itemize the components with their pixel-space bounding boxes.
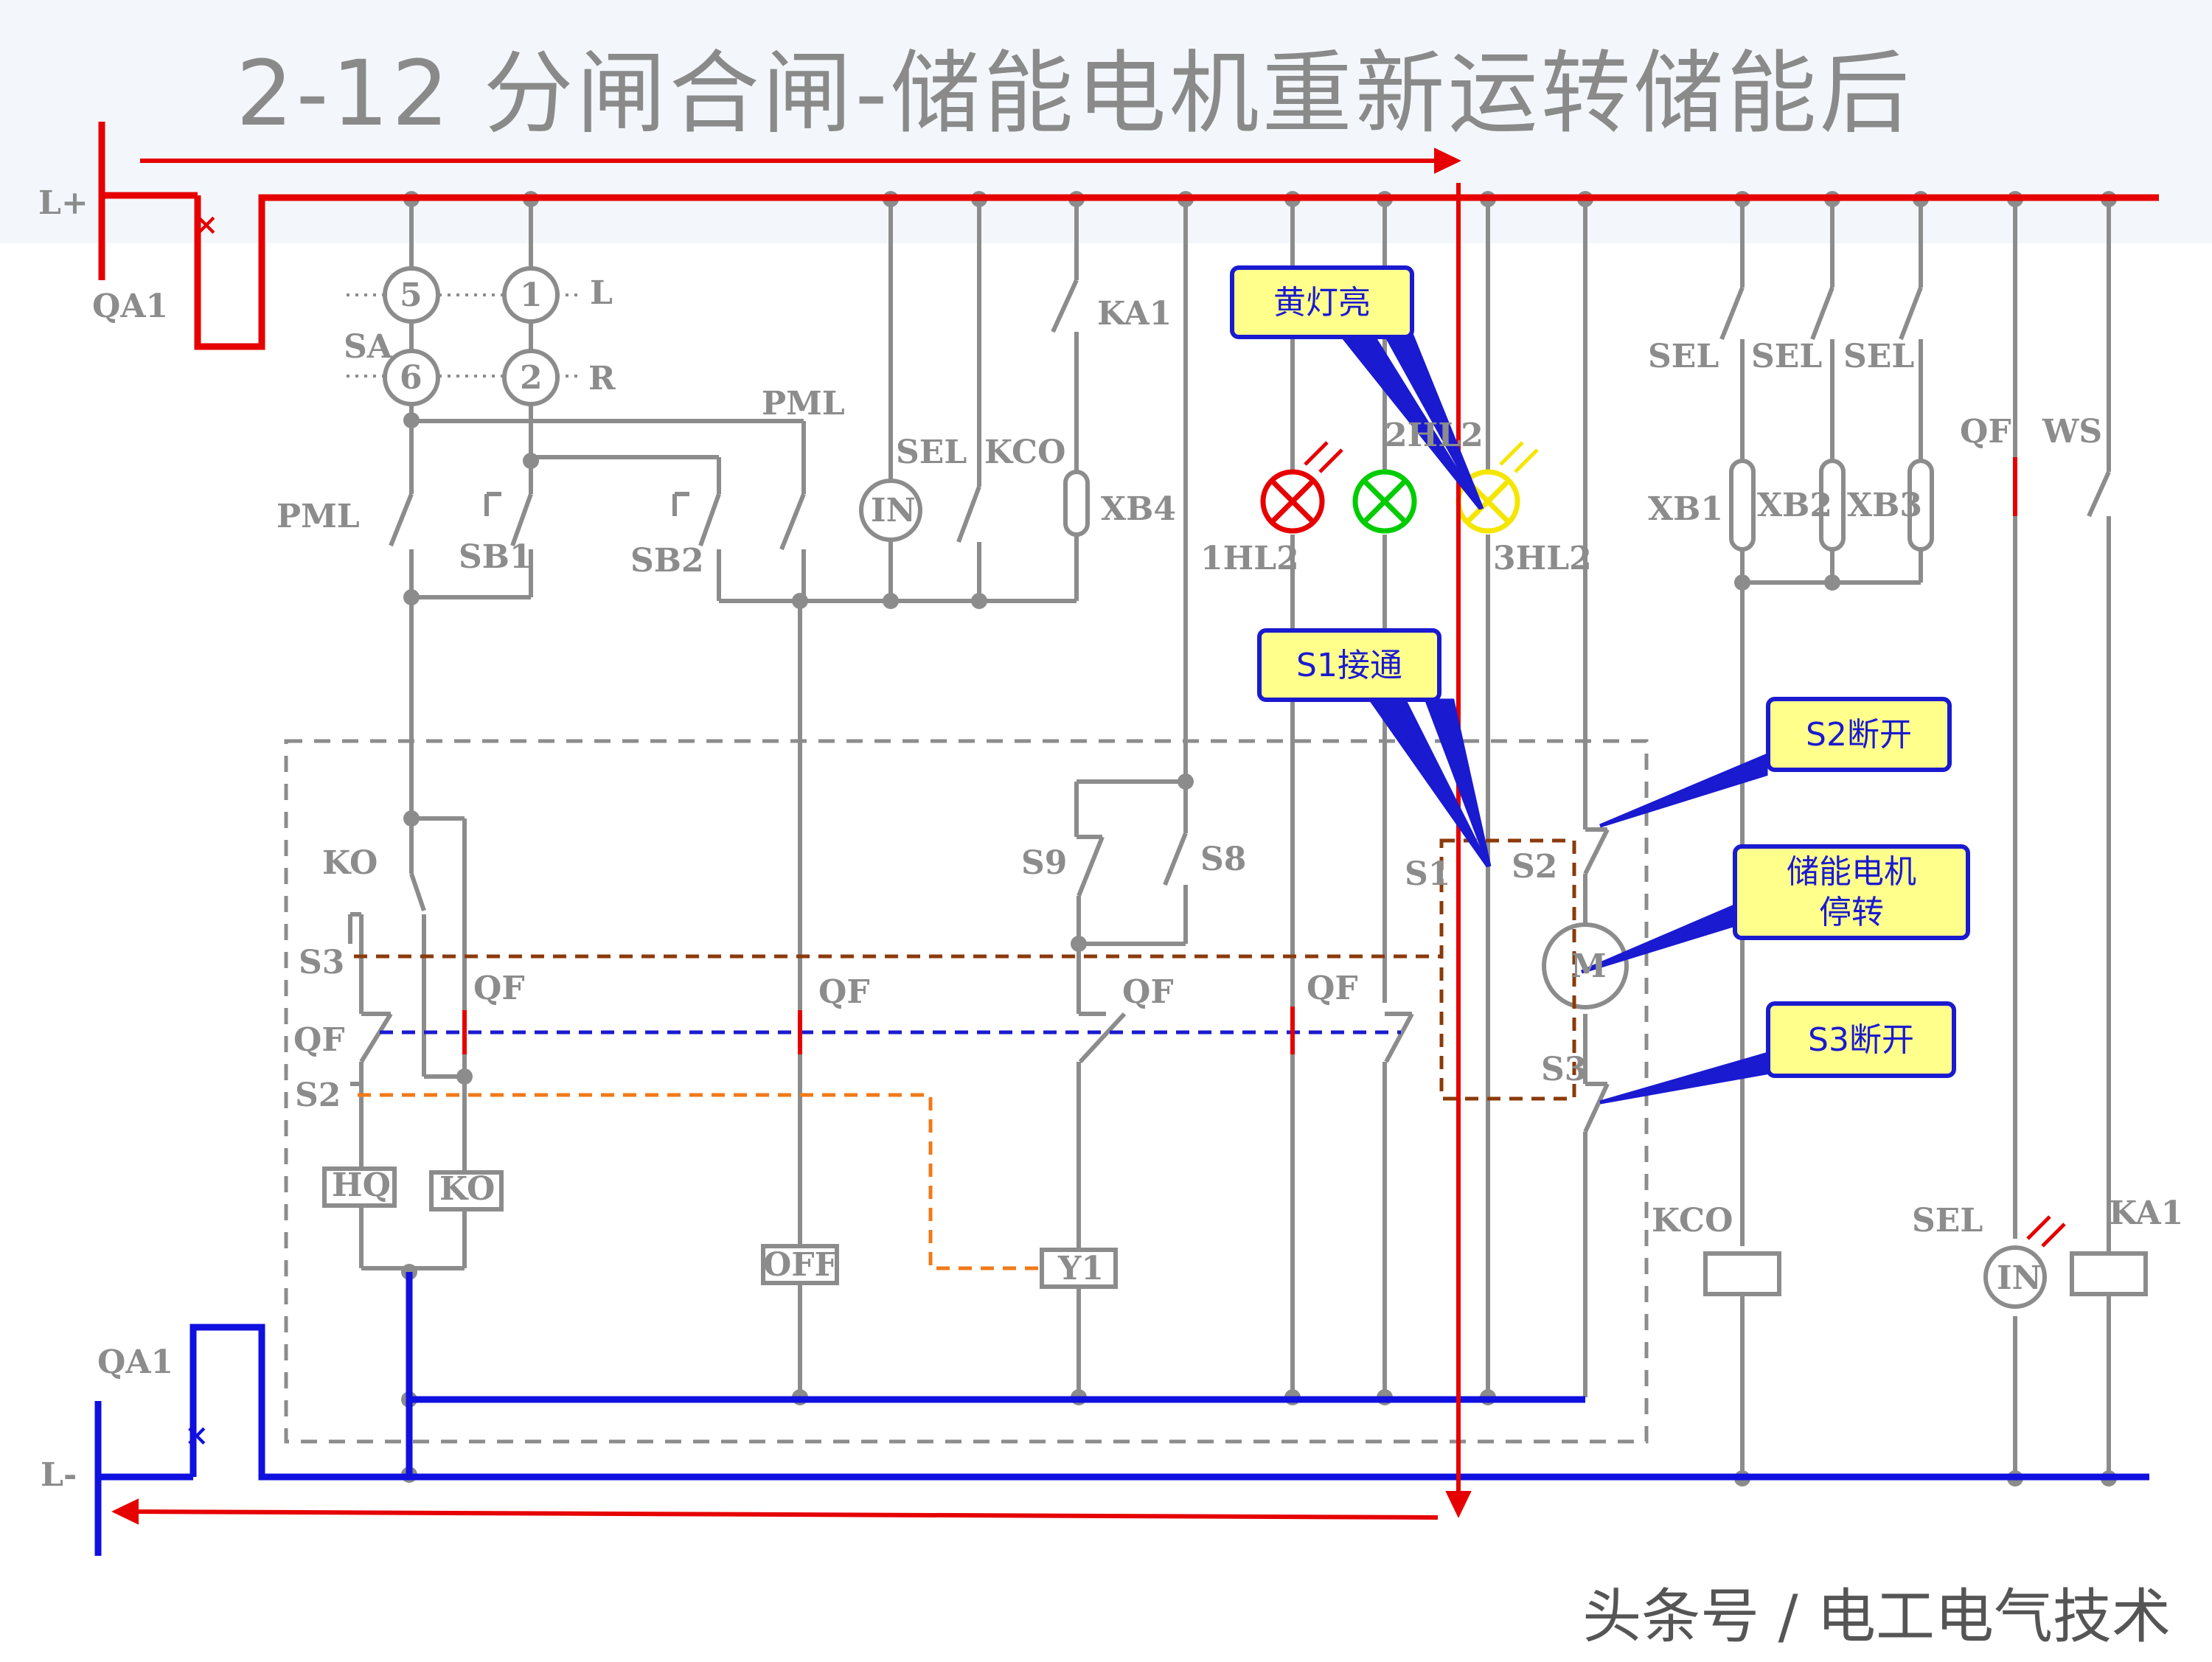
qf-right-label: QF [1960, 413, 2011, 451]
ka1-top-label: KA1 [1097, 295, 1172, 333]
current-flow-arrows [111, 147, 1472, 1525]
2hl2-label: 2HL2 [1385, 417, 1484, 454]
contact-1: 1 [520, 277, 543, 314]
kco-relay [1703, 1251, 1781, 1296]
motor-circle [1542, 922, 1629, 1009]
component-labels: L+ L- QA1 QA1 SA 5 1 6 2 L R PML SB1 PML… [38, 184, 2183, 1494]
selector-left: L [590, 274, 613, 312]
s9-label: S9 [1021, 844, 1067, 882]
lamp-2hl2 [1352, 469, 1417, 534]
selector-contacts [383, 266, 2047, 1309]
kco-top-label: KCO [984, 434, 1065, 471]
motor-switch-box [1439, 838, 1576, 1101]
contact-5: 5 [400, 277, 422, 314]
pushbutton-caps [484, 496, 677, 516]
off-label: OFF [763, 1246, 838, 1284]
breaker-bottom-label: QA1 [97, 1343, 173, 1381]
sel-r3-label: SEL [1843, 338, 1914, 375]
hq-label: HQ [332, 1166, 391, 1204]
callout-tails [1338, 333, 1768, 1105]
s3-right-label: S3 [1541, 1051, 1587, 1088]
selector-right: R [588, 360, 616, 397]
page-title: 2-12 分闸合闸-储能电机重新运转储能后 [236, 41, 1913, 146]
s2-left-label: S2 [295, 1077, 341, 1114]
qf-left-label: QF [293, 1021, 345, 1059]
qf-d-label: QF [1307, 970, 1358, 1007]
in-meter-top [859, 479, 922, 542]
negative-bus-label: L- [41, 1456, 77, 1494]
xb4-label: XB4 [1101, 490, 1176, 528]
qf-marks [462, 457, 2017, 1054]
breaker-mark-top: × [194, 207, 219, 242]
motor-label: M [1571, 948, 1607, 985]
3hl2-label: 3HL2 [1493, 540, 1592, 577]
1hl2-label: 1HL2 [1200, 540, 1299, 577]
in-top-label: IN [871, 492, 916, 529]
s1-label: S1 [1405, 855, 1450, 893]
in-meter-bottom [1983, 1245, 2047, 1309]
sel-r1-label: SEL [1648, 338, 1719, 375]
contact-6: 6 [400, 359, 422, 397]
sb2-label: SB2 [630, 542, 704, 580]
ws-label: WS [2042, 413, 2102, 451]
s2-right-label: S2 [1512, 848, 1557, 886]
ka1-bottom-label: KA1 [2109, 1195, 2183, 1232]
xb2-label: XB2 [1757, 487, 1832, 524]
positive-bus [98, 122, 2159, 350]
annotation-yellow-lamp: 黄灯亮 [1230, 265, 1414, 339]
in-bottom-label: IN [1997, 1259, 2042, 1297]
contact-2: 2 [520, 359, 543, 397]
lamps [1260, 469, 1520, 534]
coils [322, 1166, 2148, 1296]
xb-connectors [1063, 459, 1934, 552]
sel-top-label: SEL [896, 434, 967, 471]
positive-bus-label: L+ [38, 184, 88, 222]
off-coil [761, 1244, 839, 1285]
watermark: 头条号 / 电工电气技术 [1582, 1582, 2171, 1651]
y1-coil [1040, 1248, 1118, 1289]
light-rays [1304, 441, 2066, 1248]
pml-top-label: PML [762, 385, 845, 423]
lamp-1hl2 [1260, 469, 1325, 534]
grey-wiring [348, 199, 2111, 1478]
ko-coil [429, 1170, 504, 1211]
ko-coil-label: KO [439, 1170, 495, 1208]
xb1-label: XB1 [1648, 490, 1723, 528]
qf-a-label: QF [473, 970, 525, 1007]
s3-left-label: S3 [299, 944, 344, 981]
s8-label: S8 [1200, 841, 1246, 878]
kco-bottom-label: KCO [1652, 1202, 1733, 1239]
breaker-mark-bottom: × [184, 1418, 209, 1453]
junction-dots [401, 191, 2117, 1487]
breaker-top-label: QA1 [92, 288, 168, 325]
qf-c-label: QF [1122, 973, 1174, 1011]
sel-r2-label: SEL [1751, 338, 1822, 375]
header-banner [0, 0, 2212, 243]
ka1-relay [2070, 1251, 2148, 1296]
sb1-label: SB1 [459, 538, 532, 576]
hq-coil [322, 1166, 397, 1208]
y1-label: Y1 [1057, 1250, 1104, 1287]
s2-link [358, 1093, 1042, 1270]
ko-label: KO [322, 844, 378, 882]
xb3-label: XB3 [1847, 487, 1922, 524]
selector-links [347, 293, 582, 378]
sel-bottom-label: SEL [1912, 1202, 1983, 1239]
annotation-s2-off: S2断开 [1766, 697, 1952, 772]
pml-left-label: PML [276, 498, 360, 535]
negative-bus [94, 1272, 2149, 1556]
qf-b-label: QF [818, 973, 870, 1011]
selector-name: SA [344, 328, 393, 366]
annotation-motor-stop: 储能电机 停转 [1733, 844, 1970, 940]
annotation-s3-off: S3断开 [1766, 1001, 1956, 1078]
annotation-s1-on: S1接通 [1257, 628, 1441, 702]
